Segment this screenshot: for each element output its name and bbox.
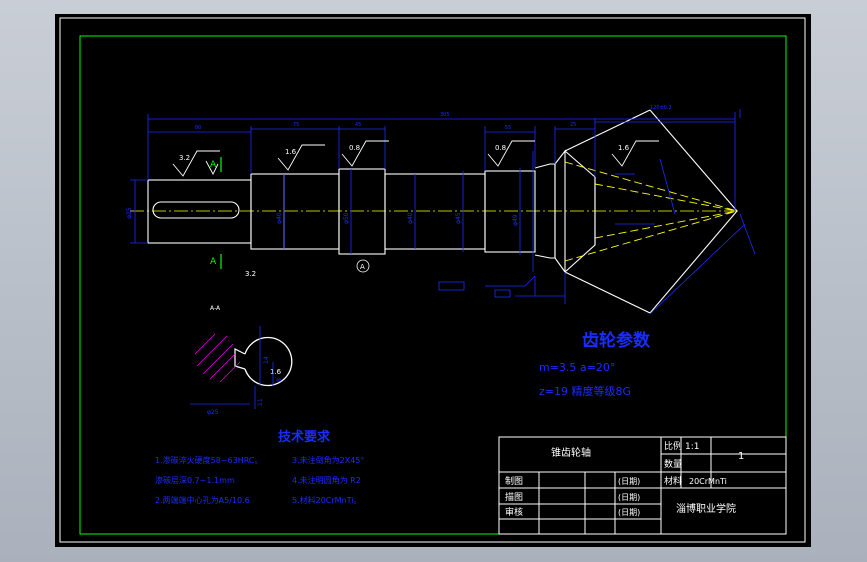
tech-req-title: 技术要求	[278, 429, 331, 445]
dim-top-3: 55	[505, 125, 511, 131]
checked-label: 审核	[505, 506, 523, 518]
qty-label: 数量	[664, 458, 682, 470]
section-mark-top: A	[210, 160, 217, 170]
diameter-5: φ49	[512, 214, 519, 226]
section-dim-3: 11	[257, 398, 264, 406]
tech-req-item-1: 3.未注倒角为2X45°	[292, 455, 364, 465]
tolerance-frame	[438, 281, 465, 291]
roughness-2: 0.8	[349, 144, 360, 152]
tech-req-item-5: 5.材料20CrMnTi。	[292, 495, 362, 505]
dimension-texts: 305 80 75 45 55 25 120±0.2 φ25 φ40 φ50 φ…	[126, 105, 672, 226]
roughness-symbols	[172, 140, 659, 177]
material-value: 20CrMnTi	[689, 477, 727, 486]
title-block: 锥齿轮轴 比例 1:1 数量 1 材料 20CrMnTi 制图 (日期) 描图 …	[498, 436, 787, 535]
cad-drawing: 305 80 75 45 55 25 120±0.2 φ25 φ40 φ50 φ…	[59, 17, 806, 543]
school-name: 淄博职业学院	[676, 502, 736, 515]
material-label: 材料	[664, 475, 682, 487]
section-mark-bottom: A	[210, 257, 217, 267]
traced-label: 描图	[505, 491, 523, 503]
roughness-5: 3.2	[245, 270, 256, 278]
gear-pitch-lines	[564, 161, 738, 262]
tolerance-frame-2	[494, 289, 511, 298]
technical-requirements: 技术要求 1.渗碳淬火硬度58~63HRC。 3.未注倒角为2X45° 渗碳层深…	[155, 429, 364, 505]
part-name: 锥齿轮轴	[551, 446, 591, 459]
roughness-3: 0.8	[495, 144, 506, 152]
diameter-1: φ40	[276, 212, 283, 224]
qty-value: 1	[738, 451, 744, 462]
datum-circle	[356, 259, 370, 273]
datum-label: A	[360, 263, 365, 271]
roughness-1: 1.6	[285, 148, 297, 156]
gear-params-line1: m=3.5 a=20°	[539, 361, 615, 374]
roughness-0: 3.2	[179, 154, 190, 162]
tech-req-item-3: 4.未注明圆角为 R2	[292, 475, 361, 485]
diameter-0: φ25	[126, 207, 133, 219]
drawing-canvas: 305 80 75 45 55 25 120±0.2 φ25 φ40 φ50 φ…	[55, 14, 811, 547]
roughness-6: 1.6	[270, 368, 282, 376]
checked-date: (日期)	[618, 508, 640, 517]
roughness-values: 3.2 1.6 0.8 0.8 1.6 3.2 1.6	[179, 144, 630, 376]
dim-top-2: 45	[355, 122, 361, 128]
section-dim-2: φ25	[207, 409, 219, 416]
tech-req-item-2: 渗碳层深0.7~1.1mm	[155, 475, 235, 485]
diameter-3: φ40	[407, 212, 414, 224]
drawn-label: 制图	[505, 475, 523, 487]
dim-gear-top: 120±0.2	[650, 105, 672, 111]
section-dim-1: 8	[276, 378, 283, 382]
gear-params-line2: z=19 精度等级8G	[539, 384, 631, 398]
section-title: A-A	[210, 305, 221, 312]
sheet-border	[59, 17, 806, 543]
roughness-4: 1.6	[618, 144, 630, 152]
gear-parameters: 齿轮参数 m=3.5 a=20° z=19 精度等级8G	[539, 330, 651, 398]
gear-params-title: 齿轮参数	[582, 330, 651, 351]
traced-date: (日期)	[618, 493, 640, 502]
diameter-4: φ45	[455, 212, 462, 224]
drawing-frame	[79, 35, 787, 535]
dimension-lines	[130, 109, 756, 315]
section-dim-0: 14	[263, 356, 270, 364]
dim-top-1: 75	[293, 122, 299, 128]
dim-top-4: 25	[570, 122, 576, 128]
dim-top-0: 80	[195, 125, 201, 131]
tech-req-item-4: 2.两端端中心孔为A5/10.6	[155, 495, 250, 505]
drawn-date: (日期)	[618, 477, 640, 486]
section-view: 14 8 φ25 11	[190, 326, 293, 416]
shaft-outline	[147, 109, 738, 314]
diameter-2: φ50	[343, 212, 350, 224]
overall-length: 305	[440, 112, 450, 118]
scale-value: 1:1	[685, 442, 699, 452]
tech-req-item-0: 1.渗碳淬火硬度58~63HRC。	[155, 455, 262, 465]
scale-label: 比例	[664, 440, 682, 452]
